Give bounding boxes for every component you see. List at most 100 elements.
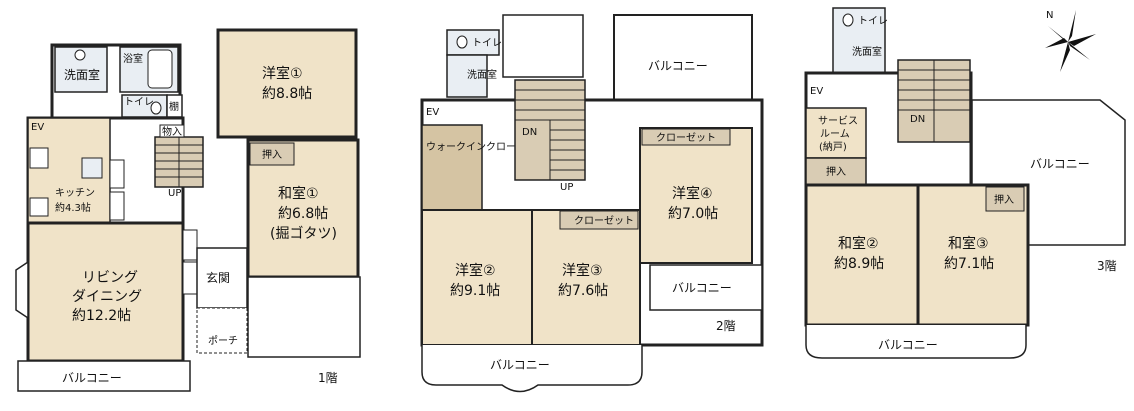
- floor3-ev-label: EV: [810, 86, 823, 97]
- floor-2-plan: バルコニー トイレ 洗面室 EV ウォークインクローゼット DN UP 洋室② …: [420, 14, 764, 393]
- toilet-icon: [842, 13, 854, 27]
- floor3-stairs-down-label: DN: [910, 114, 925, 125]
- floor1-oshiire: [249, 142, 295, 166]
- compass-north-label: N: [1046, 10, 1053, 21]
- room-size: 約9.1帖: [450, 283, 500, 299]
- floor1-shelf-label: 棚: [169, 100, 179, 113]
- floor1-bath-label: 浴室: [123, 52, 143, 65]
- washbasin-icon: [74, 49, 86, 61]
- floor2-stairs-up-label: UP: [560, 182, 573, 193]
- floor1-washroom-label: 洗面室: [64, 67, 100, 82]
- floor3-floor-label: 3階: [1097, 258, 1117, 273]
- room-name: 洋室③: [562, 262, 603, 279]
- floor3-stair-treads: [898, 60, 970, 142]
- room-note: (納戸): [819, 140, 847, 153]
- floor2-closet-4-label: クローゼット: [656, 132, 716, 144]
- room-size: 約6.8帖: [278, 206, 328, 222]
- sink-icon: [29, 197, 49, 217]
- room-size: 約12.2帖: [72, 308, 131, 324]
- floor2-balcony-right-label: バルコニー: [672, 281, 732, 295]
- room-size: 約7.6帖: [558, 283, 608, 299]
- floor2-washroom-label: 洗面室: [467, 68, 497, 81]
- room-size: 約8.8帖: [262, 86, 312, 102]
- floor2-closet-3-label: クローゼット: [574, 215, 634, 227]
- floor1-terrace: [247, 276, 361, 358]
- floor1-storage-monoire: [159, 124, 185, 138]
- floor2-balcony-bottom: [421, 345, 643, 393]
- floor1-bay-window: [15, 260, 29, 320]
- floor1-oshiire-label: 押入: [262, 148, 282, 161]
- floor3-balcony-bottom-label: バルコニー: [878, 338, 938, 352]
- floor3-oshiire-right: [985, 186, 1025, 212]
- room-name: リビング: [82, 270, 138, 286]
- floor1-porch-label: ポーチ: [208, 335, 238, 347]
- room-name-2: ルーム: [820, 128, 850, 140]
- floor3-balcony-right-label: バルコニー: [1030, 157, 1090, 171]
- room-name: キッチン: [55, 187, 95, 199]
- room-name: 和室②: [838, 235, 879, 252]
- room-name: 和室①: [278, 185, 319, 202]
- floor2-closet-4: [641, 128, 731, 146]
- room-size: 約7.1帖: [944, 256, 994, 272]
- floor3-balcony-bottom: [805, 325, 1027, 359]
- room-name: 洋室④: [672, 185, 713, 202]
- floor1-entrance-label: 玄関: [206, 270, 230, 285]
- floor2-balcony-bottom-label: バルコニー: [490, 358, 550, 372]
- floor1-balcony: [17, 360, 191, 392]
- room-size: 約8.9帖: [834, 256, 884, 272]
- floor1-floor-label: 1階: [318, 370, 338, 385]
- floor1-ev-label: EV: [31, 122, 44, 133]
- floor1-kitchen-storage-2: [109, 191, 125, 221]
- room-name: 洋室②: [455, 262, 496, 279]
- floor3-toilet-label: トイレ: [858, 16, 888, 27]
- floor-1-plan: 洗面室 浴室 トイレ 棚 洋室① 約8.8帖 UP 物入 押入 和室① 約6.8…: [15, 28, 361, 392]
- floor3-oshiire-right-label: 押入: [994, 193, 1014, 206]
- stove-icon: [29, 147, 49, 169]
- floor2-walkin-closet: [421, 124, 483, 211]
- floor2-ev-label: EV: [426, 107, 439, 118]
- toilet-icon: [150, 101, 162, 115]
- floor1-stair-treads: [155, 137, 203, 187]
- room-name: 和室③: [948, 235, 989, 252]
- floor2-stair-treads: [515, 89, 585, 180]
- floor1-western-room-1: [216, 28, 358, 139]
- floor2-balcony-right: [649, 264, 763, 311]
- toilet-icon: [456, 35, 468, 49]
- floor2-toilet-label: トイレ: [472, 38, 502, 49]
- floor1-porch: [196, 307, 248, 354]
- floor2-western-room-2: [421, 209, 533, 346]
- floor1-oshiire-small: [182, 229, 198, 261]
- floor1-kitchen-storage-1: [109, 159, 125, 189]
- floor1-storage-label: 物入: [162, 125, 182, 138]
- floor-3-plan: トイレ 洗面室 EV DN サービス ルーム (納戸) 押入 バルコニー 3階 …: [804, 7, 1126, 359]
- floor1-stairs-up-label: UP: [168, 188, 181, 199]
- floor1-living-dining: [26, 221, 185, 363]
- bathtub-icon: [147, 49, 173, 89]
- room-name-2: ダイニング: [72, 289, 142, 305]
- room-size: 約4.3帖: [55, 201, 91, 214]
- floor2-closet-3: [559, 210, 639, 230]
- floor2-western-room-3: [531, 209, 641, 346]
- floor3-washroom-label: 洗面室: [852, 45, 882, 58]
- floor1-toilet-label: トイレ: [124, 97, 154, 108]
- room-note: (掘ゴタツ): [270, 225, 337, 242]
- floor2-balcony-top-label: バルコニー: [648, 59, 708, 73]
- floor2-floor-label: 2階: [716, 318, 736, 333]
- floor2-washroom: [446, 54, 488, 98]
- room-name: 洋室①: [262, 65, 303, 82]
- floor3-service-room: [805, 107, 867, 159]
- floor2-void: [502, 14, 584, 78]
- floor3-oshiire-left-label: 押入: [826, 165, 846, 178]
- floor1-shoe-cabinet: [182, 261, 198, 295]
- fridge-icon: [81, 157, 103, 179]
- floor3-wet-block: [832, 7, 886, 74]
- floor2-stairs-down-label: DN: [522, 127, 537, 138]
- room-size: 約7.0帖: [668, 206, 718, 222]
- floor3-japanese-room-2: [804, 183, 920, 327]
- room-name: サービス: [818, 115, 858, 127]
- floor1-balcony-label: バルコニー: [62, 371, 122, 385]
- floor2-western-room-4: [639, 127, 753, 264]
- floor3-oshiire-left: [805, 157, 867, 186]
